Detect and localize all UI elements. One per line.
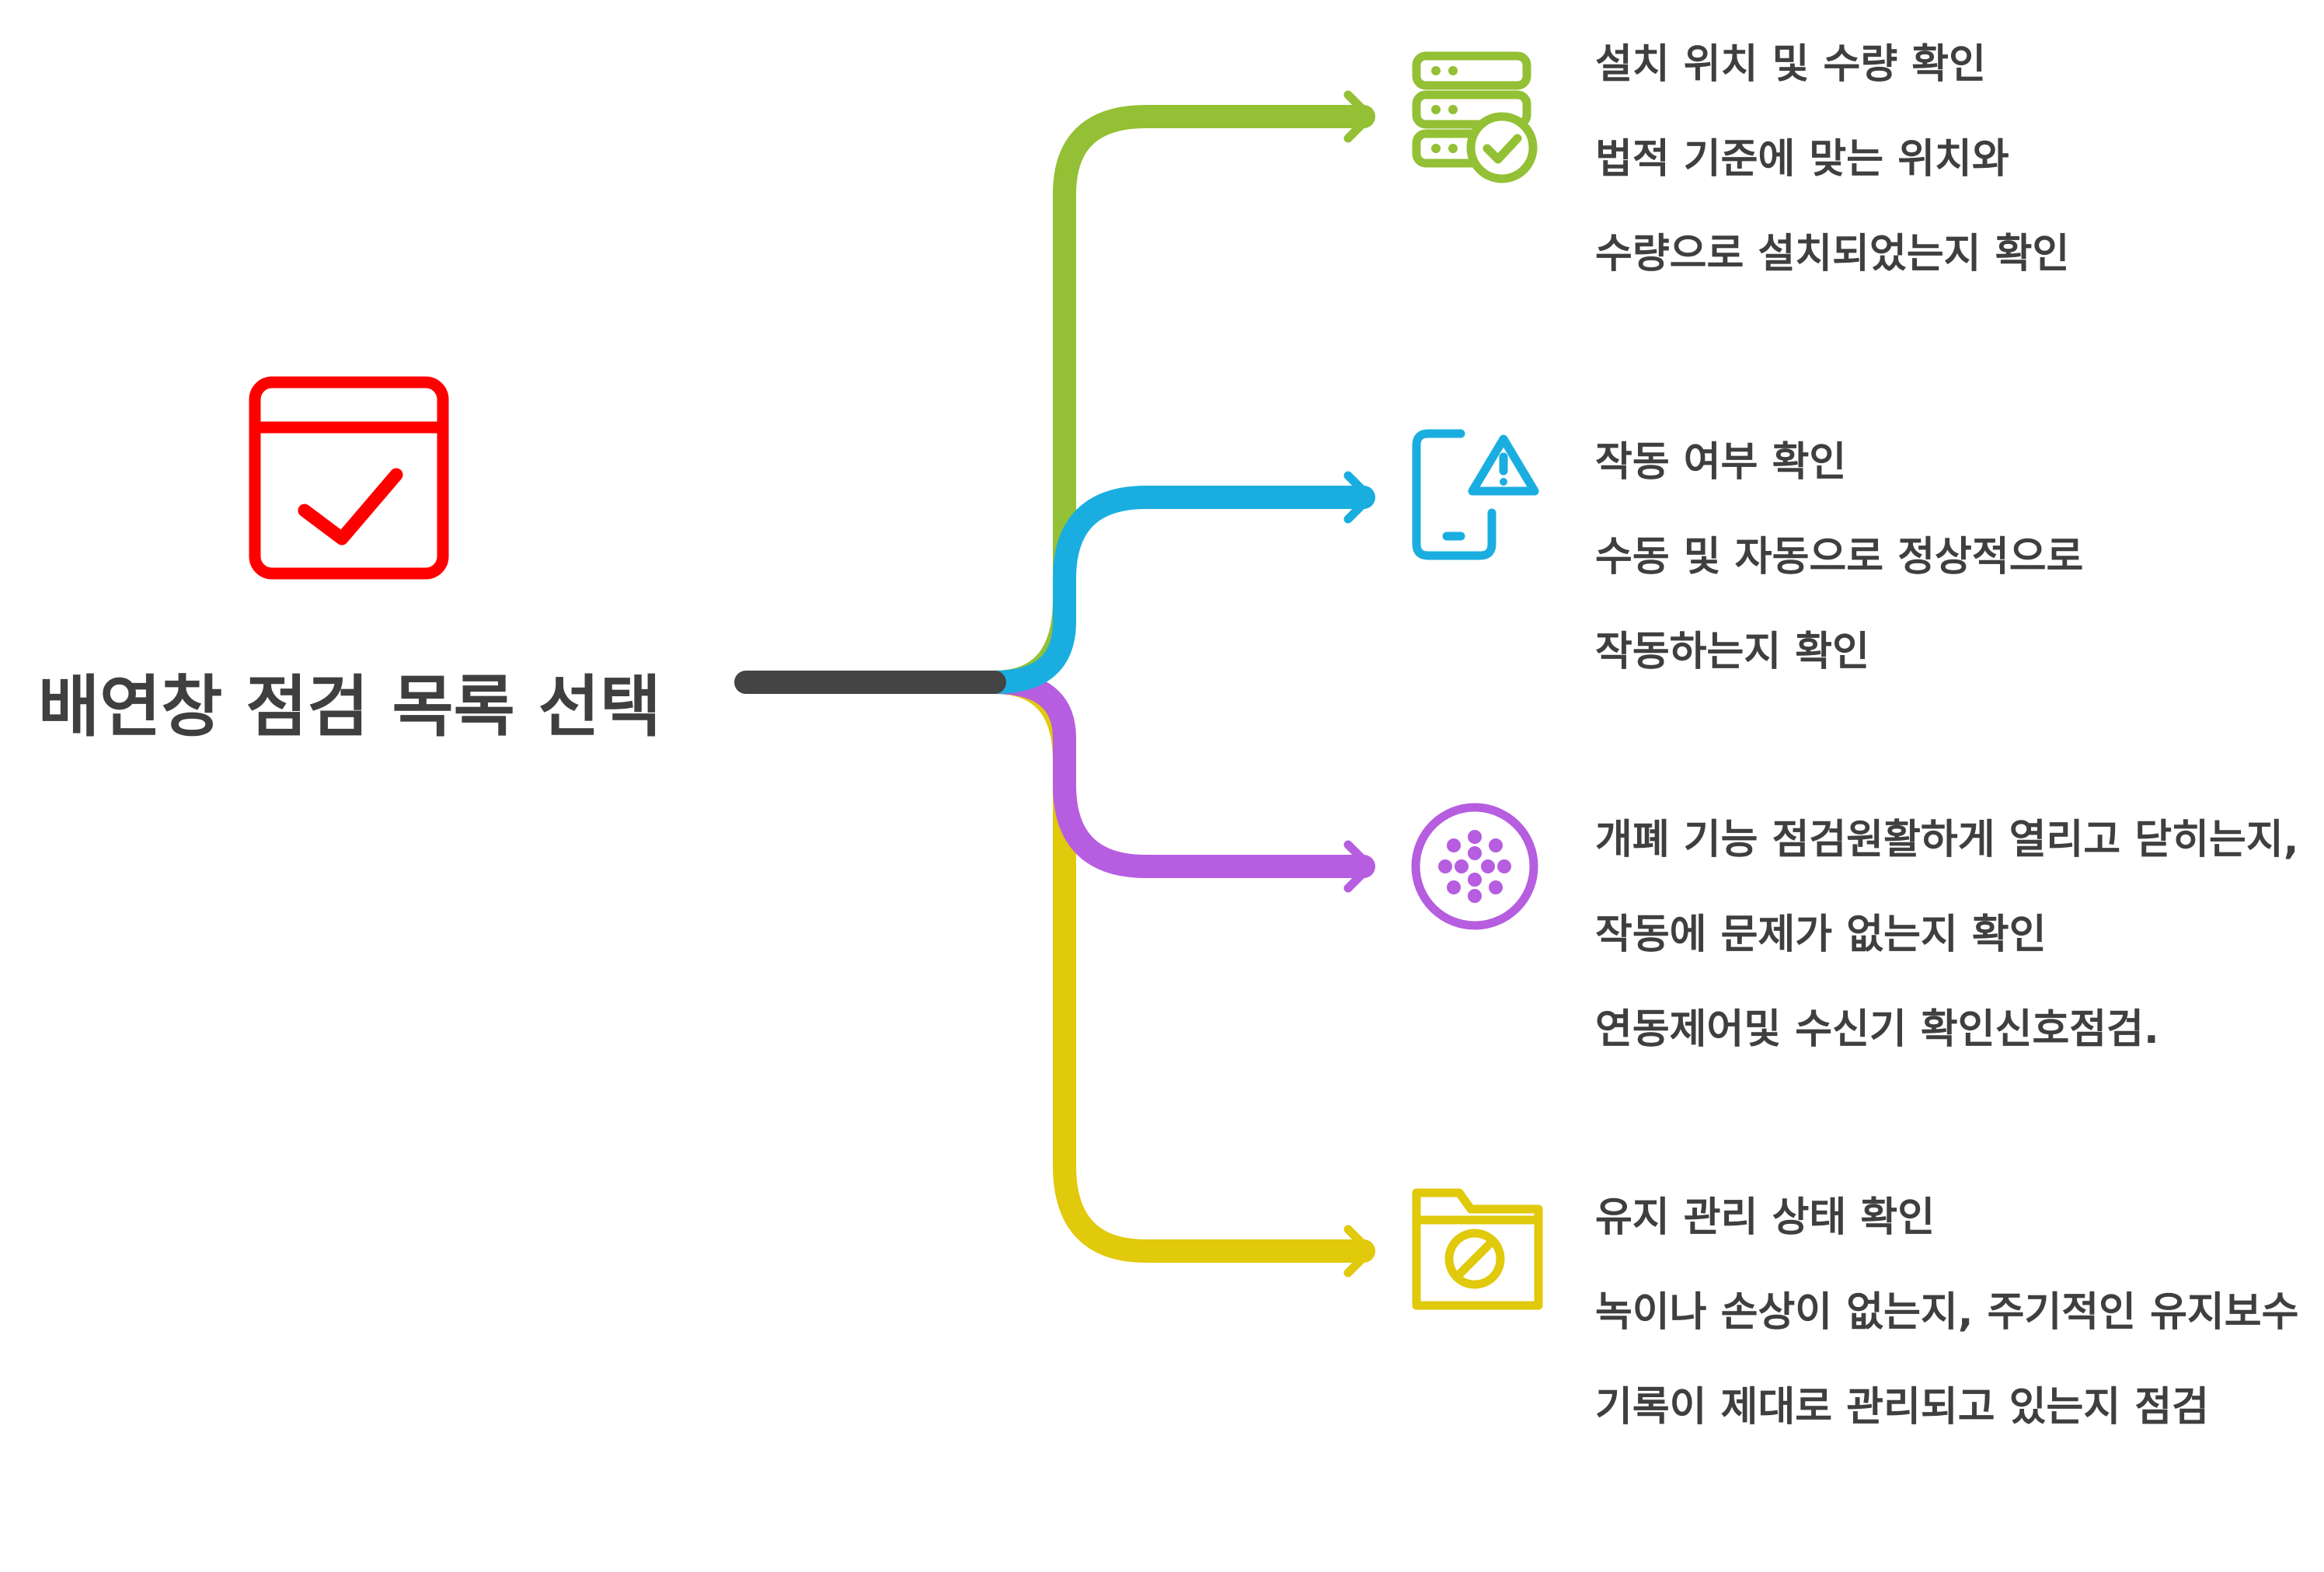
branch-1-line-2: 법적 기준에 맞는 위치와 (1595, 136, 2009, 183)
arrowhead-4 (1343, 1225, 1375, 1277)
branch-2-line-3: 작동하는지 확인 (1595, 629, 1869, 675)
dotted-circle-icon (1411, 803, 1538, 930)
tablet-warning-icon (1412, 429, 1539, 560)
branch-line-3 (983, 671, 1375, 878)
arrowhead-1 (1343, 90, 1375, 143)
branch-line-1 (983, 105, 1375, 694)
branch-3-line-1: 개폐 기능 점검원활하게 열리고 닫히는지, (1595, 817, 2298, 863)
branch-text-2: 작동 여부 확인 수동 및 자동으로 정상적으로 작동하는지 확인 (1595, 439, 2083, 675)
arrowhead-3 (1343, 840, 1375, 893)
branch-1-line-3: 수량으로 설치되었는지 확인 (1595, 231, 2069, 277)
branch-2-line-1: 작동 여부 확인 (1595, 439, 1846, 486)
branch-lines (983, 105, 1375, 1263)
branch-text-1: 설치 위치 및 수량 확인 법적 기준에 맞는 위치와 수량으로 설치되었는지 … (1595, 41, 2069, 277)
branch-2-line-2: 수동 및 자동으로 정상적으로 (1595, 534, 2083, 580)
branch-4-line-2: 녹이나 손상이 없는지, 주기적인 유지보수 (1595, 1289, 2298, 1336)
calendar-check-icon (249, 376, 449, 580)
branch-text-4: 유지 관리 상태 확인 녹이나 손상이 없는지, 주기적인 유지보수 기록이 제… (1595, 1194, 2298, 1431)
branch-text-3: 개폐 기능 점검원활하게 열리고 닫히는지, 작동에 문제가 없는지 확인 연동… (1595, 817, 2298, 1053)
branch-4-line-1: 유지 관리 상태 확인 (1595, 1194, 1935, 1241)
main-title: 배연창 점검 목록 선택 (38, 668, 661, 746)
branch-4-line-3: 기록이 제대로 관리되고 있는지 점검 (1595, 1384, 2209, 1431)
branch-3-line-3: 연동제어및 수신기 확인신호점검. (1595, 1006, 2159, 1053)
arrowhead-2 (1343, 471, 1375, 524)
arrowheads (1343, 90, 1375, 1277)
folder-blocked-icon (1412, 1188, 1543, 1310)
server-check-icon (1412, 51, 1538, 183)
branch-line-4 (983, 671, 1375, 1263)
branch-3-line-2: 작동에 문제가 없는지 확인 (1595, 911, 2047, 958)
branch-1-line-1: 설치 위치 및 수량 확인 (1595, 41, 1986, 88)
branch-line-2 (983, 486, 1375, 694)
